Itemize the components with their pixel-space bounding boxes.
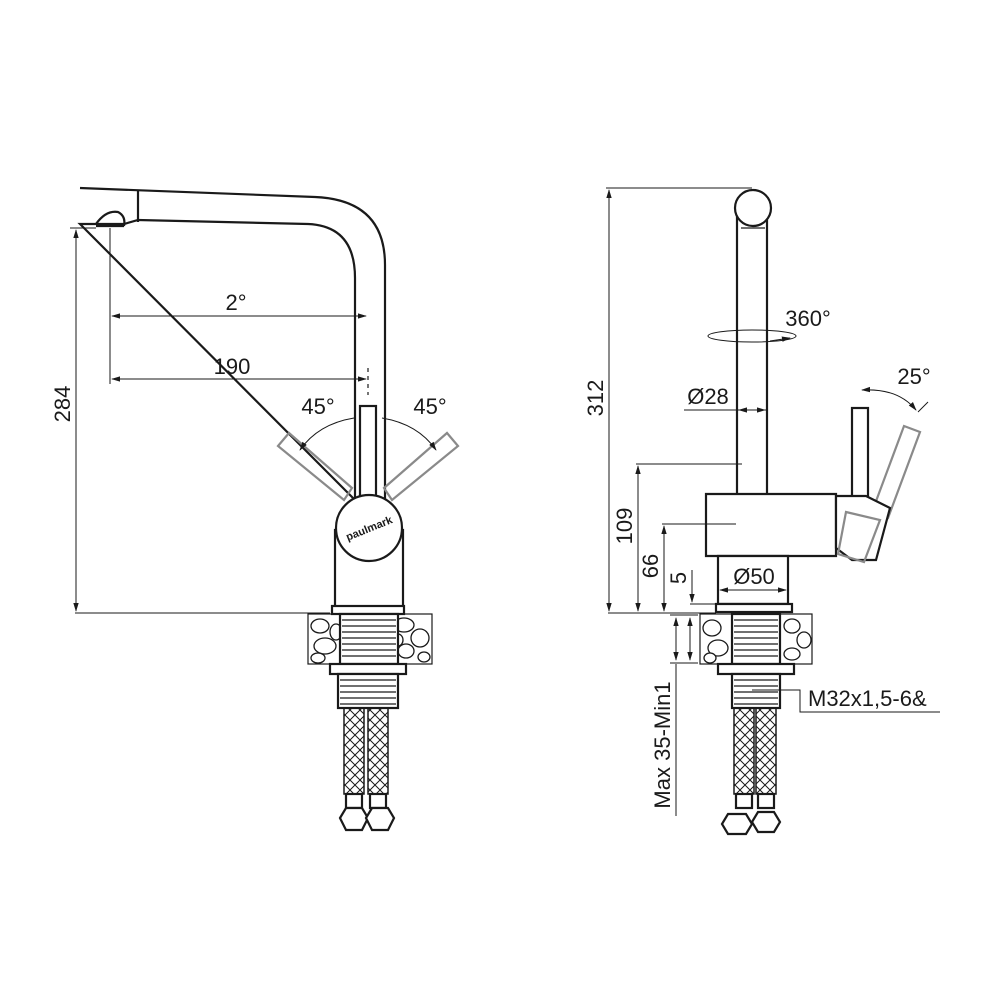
swivel-left-arc [299, 417, 355, 451]
side-spout-column [735, 208, 769, 497]
lever-swivel-positions [276, 431, 460, 502]
lever-angle-arc [861, 386, 917, 411]
front-view: paulmark [50, 186, 460, 832]
base-diameter-label: Ø50 [733, 564, 775, 589]
total-height-label: 312 [583, 380, 608, 417]
lever-angle-label: 25° [897, 364, 930, 389]
front-lever [358, 404, 378, 504]
front-mounting-washer [328, 662, 408, 676]
swivel-left-label: 45° [301, 394, 334, 419]
side-body [704, 492, 838, 558]
side-countertop [699, 612, 813, 666]
side-mounting-washer [716, 662, 796, 676]
front-countertop [307, 612, 433, 666]
spout-diameter-label: Ø28 [687, 384, 729, 409]
side-spout-head [733, 188, 773, 228]
aerator [95, 210, 126, 227]
front-hoses [338, 707, 396, 832]
side-view: 312 109 66 5 Ø50 Ø28 360° 25° [583, 187, 940, 836]
front-mounting-nut [336, 672, 400, 710]
height-label: 284 [50, 386, 75, 423]
brand-medallion [334, 493, 404, 563]
reach-label: 190 [214, 354, 251, 379]
body-axis-label: 66 [638, 554, 663, 578]
rotation-ellipse [707, 329, 797, 343]
front-base-ring [330, 604, 406, 616]
body-height-label: 109 [612, 508, 637, 545]
side-mounting-nut [730, 672, 782, 710]
rotation-label: 360° [785, 306, 831, 331]
side-base-ring [714, 602, 794, 614]
front-spout [77, 186, 387, 503]
swivel-right-arc [381, 417, 437, 451]
side-cartridge [834, 494, 892, 562]
reach-upper-label: 2° [225, 290, 246, 315]
thread-leader-line [752, 689, 940, 713]
thread-label: M32x1,5-6& [808, 686, 927, 711]
swivel-right-label: 45° [413, 394, 446, 419]
countertop-label: Max 35-Min1 [650, 681, 675, 808]
side-hoses [720, 707, 782, 836]
base-ring-label: 5 [666, 572, 691, 584]
